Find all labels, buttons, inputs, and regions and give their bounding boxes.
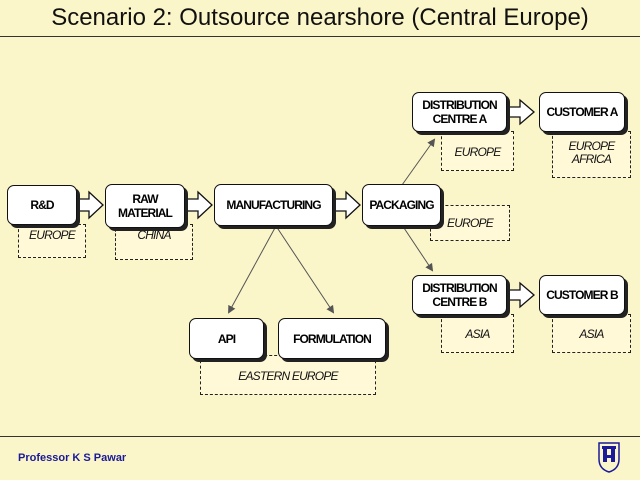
location-customer-b: ASIA — [552, 314, 631, 353]
location-customer-a: EUROPE AFRICA — [552, 131, 631, 178]
line-manufacturing-to-formulation — [275, 225, 335, 314]
location-raw-material: CHINA — [115, 224, 193, 260]
rnd-box: R&D — [7, 185, 77, 225]
arrow-raw-to-manufacturing — [185, 190, 213, 220]
manufacturing-box: MANUFACTURING — [214, 184, 333, 226]
raw-material-box: RAW MATERIAL — [105, 184, 185, 228]
api-box: API — [189, 318, 264, 359]
packaging-box: PACKAGING — [362, 184, 441, 226]
location-rnd: EUROPE — [18, 224, 86, 258]
arrow-dcb-to-customerb — [507, 281, 535, 309]
location-manufacturing-split: EASTERN EUROPE — [200, 355, 376, 395]
customer-a-box: CUSTOMER A — [539, 92, 625, 132]
customer-b-box: CUSTOMER B — [539, 275, 625, 315]
line-packaging-to-dca — [401, 138, 436, 186]
location-dc-b: ASIA — [441, 314, 514, 353]
university-crest-icon — [598, 442, 620, 473]
footer-author: Professor K S Pawar — [18, 452, 127, 464]
distribution-centre-b-box: DISTRIBUTION CENTRE B — [412, 275, 507, 315]
page-title: Scenario 2: Outsource nearshore (Central… — [51, 4, 589, 31]
formulation-box: FORMULATION — [278, 318, 386, 359]
arrow-rnd-to-raw — [76, 190, 104, 220]
location-packaging: EUROPE — [430, 205, 510, 241]
arrow-manufacturing-to-packaging — [332, 190, 361, 220]
arrow-dca-to-customera — [507, 98, 535, 126]
line-packaging-to-dcb — [401, 224, 434, 272]
line-manufacturing-to-api — [228, 225, 277, 314]
location-dc-a: EUROPE — [441, 131, 514, 171]
title-divider — [0, 36, 640, 37]
footer-divider — [0, 436, 640, 437]
distribution-centre-a-box: DISTRIBUTION CENTRE A — [412, 92, 507, 132]
